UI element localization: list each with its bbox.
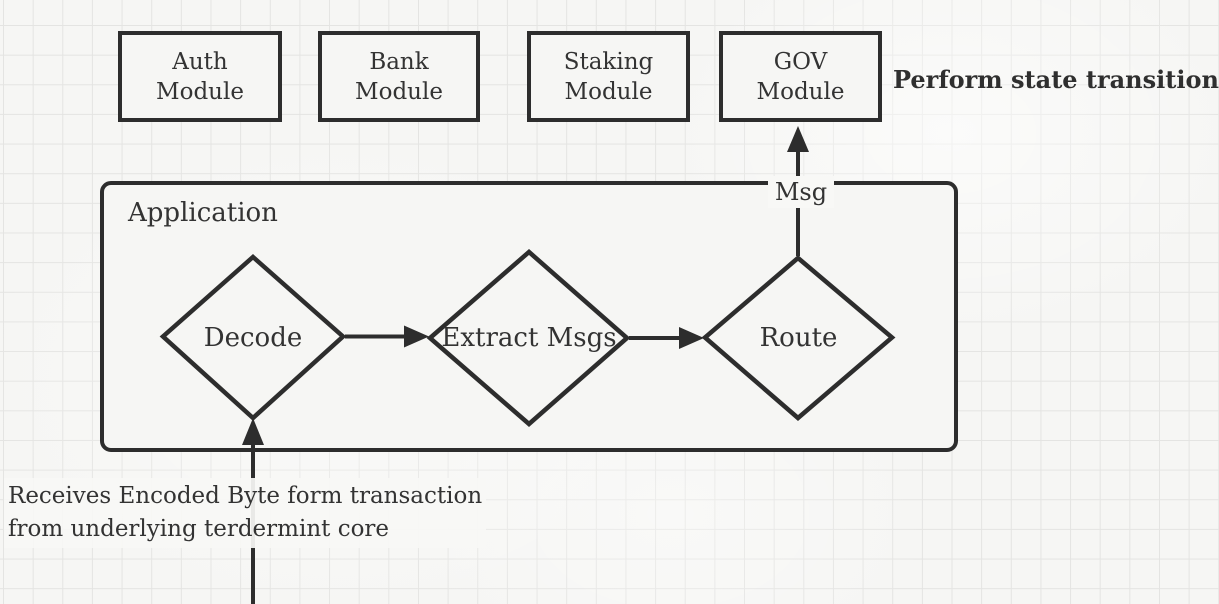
receives-annotation-line2: from underlying terdermint core bbox=[8, 516, 390, 542]
extract-msgs-diamond bbox=[426, 249, 631, 427]
msg-edge-label: Msg bbox=[768, 176, 834, 208]
decode-to-extract-arrowhead-icon bbox=[404, 325, 429, 348]
gov-module-label-line2: Module bbox=[756, 78, 845, 105]
perform-state-transition-label: Perform state transition bbox=[893, 65, 1219, 94]
incoming-transaction-arrowhead-icon bbox=[242, 418, 264, 445]
receives-transaction-annotation: Receives Encoded Byte form transaction f… bbox=[4, 478, 487, 548]
auth-module-label-line1: Auth bbox=[172, 48, 228, 75]
decode-diamond bbox=[159, 253, 347, 422]
bank-module-box: Bank Module bbox=[318, 31, 480, 122]
application-label: Application bbox=[128, 198, 278, 228]
extract-to-route-arrowhead-icon bbox=[679, 327, 704, 349]
bank-module-label-line2: Module bbox=[355, 78, 443, 105]
auth-module-box: Auth Module bbox=[118, 31, 282, 122]
route-step-label: Route bbox=[759, 323, 838, 353]
decode-step-label: Decode bbox=[203, 323, 303, 353]
staking-module-label-line1: Staking bbox=[563, 48, 654, 75]
msg-to-gov-arrowhead-icon bbox=[787, 126, 809, 152]
bank-module-label-line1: Bank bbox=[369, 48, 429, 75]
gov-module-box: GOV Module bbox=[719, 31, 882, 122]
auth-module-label-line2: Module bbox=[156, 78, 244, 105]
receives-annotation-line1: Receives Encoded Byte form transaction bbox=[8, 483, 483, 509]
gov-module-label-line1: GOV bbox=[773, 48, 828, 75]
staking-module-box: Staking Module bbox=[527, 31, 690, 122]
staking-module-label-line2: Module bbox=[564, 78, 653, 105]
route-diamond bbox=[701, 255, 896, 421]
extract-msgs-step-label: Extract Msgs bbox=[441, 323, 617, 353]
